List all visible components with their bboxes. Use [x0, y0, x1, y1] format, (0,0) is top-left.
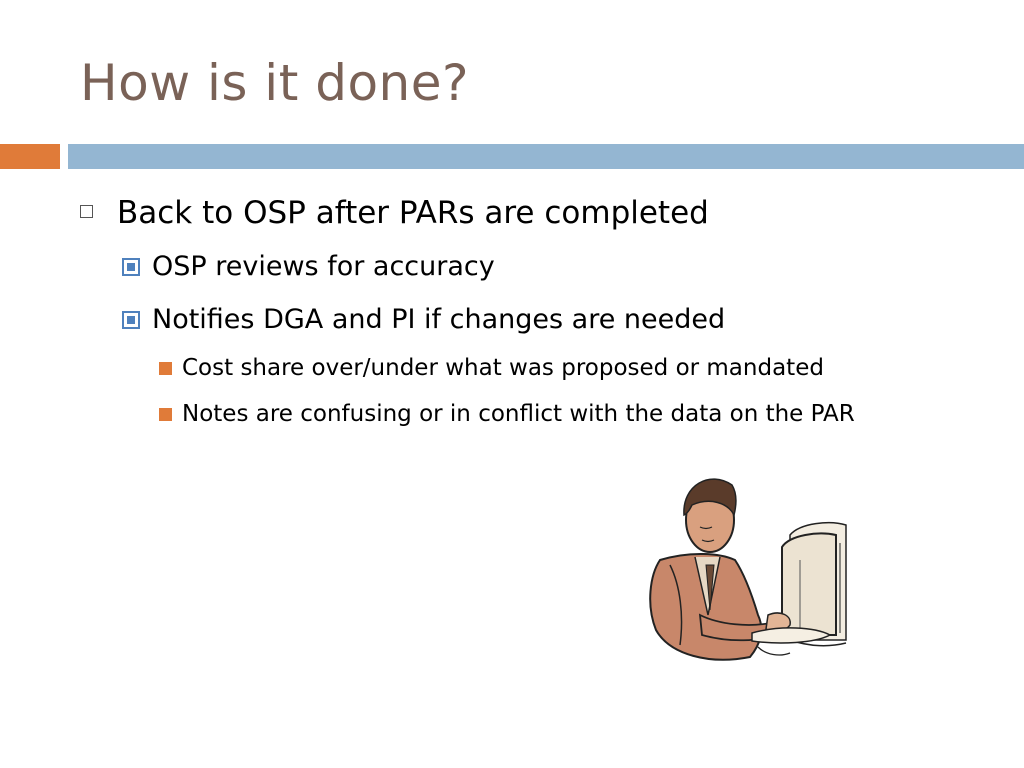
monitor-icon: [781, 522, 847, 647]
boxed-square-icon: [122, 258, 140, 276]
title-accent-bar-orange: [0, 144, 60, 169]
bullet-level2-item: Notifies DGA and PI if changes are neede…: [152, 304, 726, 335]
slide-title: How is it done?: [80, 54, 470, 112]
man-at-computer-clipart: [649, 478, 847, 661]
bullet-level3-item: Notes are confusing or in conflict with …: [182, 401, 855, 427]
hollow-square-icon: [80, 205, 93, 218]
title-accent-bar-blue: [68, 144, 1024, 169]
bullet-level1-item: Back to OSP after PARs are completed: [117, 195, 709, 231]
bullet-level2-item: OSP reviews for accuracy: [152, 251, 495, 282]
bullet-level3-item: Cost share over/under what was proposed …: [182, 355, 824, 381]
man-figure: [649, 478, 832, 661]
filled-square-icon: [159, 408, 172, 421]
boxed-square-icon: [122, 311, 140, 329]
filled-square-icon: [159, 362, 172, 375]
